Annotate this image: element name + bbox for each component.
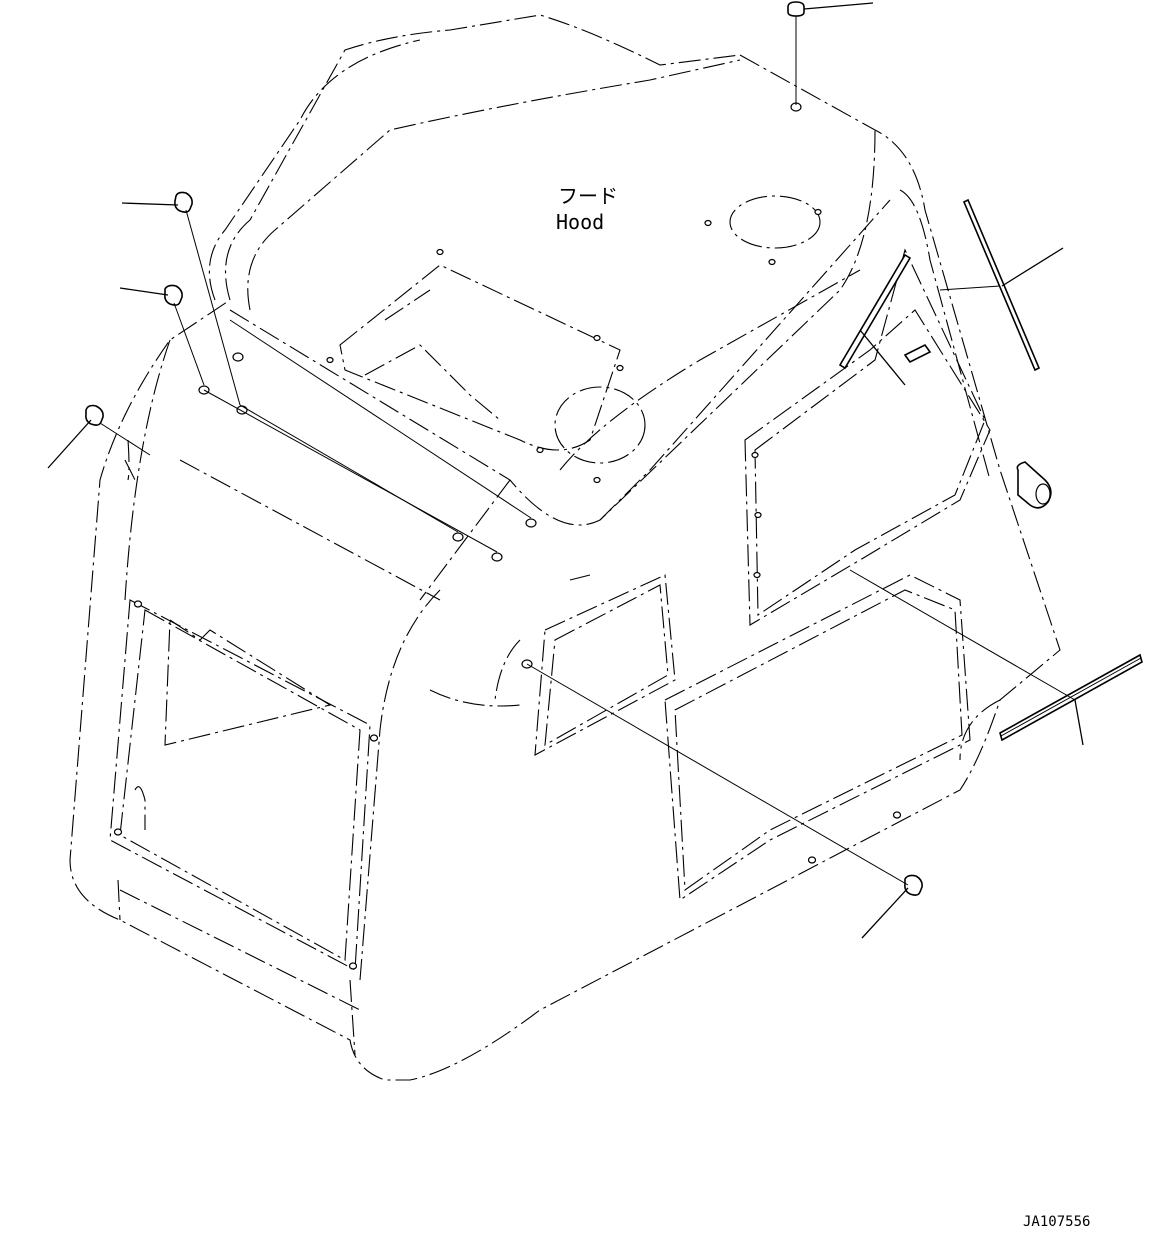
bolt-bottom-right — [904, 874, 923, 896]
leader-lines — [47, 2, 1084, 939]
hood-body — [69, 14, 1061, 1081]
bolt-middle-left — [164, 284, 183, 306]
bolt-upper-left — [174, 191, 193, 213]
mounting-holes — [113, 102, 902, 970]
seal-strips — [838, 198, 1143, 742]
part-name-jp: フード — [558, 184, 618, 208]
part-name-en: Hood — [556, 210, 604, 234]
drawing-number: JA107556 — [1023, 1214, 1090, 1230]
bolt-parts — [85, 1, 923, 896]
bolt-top-right — [787, 1, 805, 105]
